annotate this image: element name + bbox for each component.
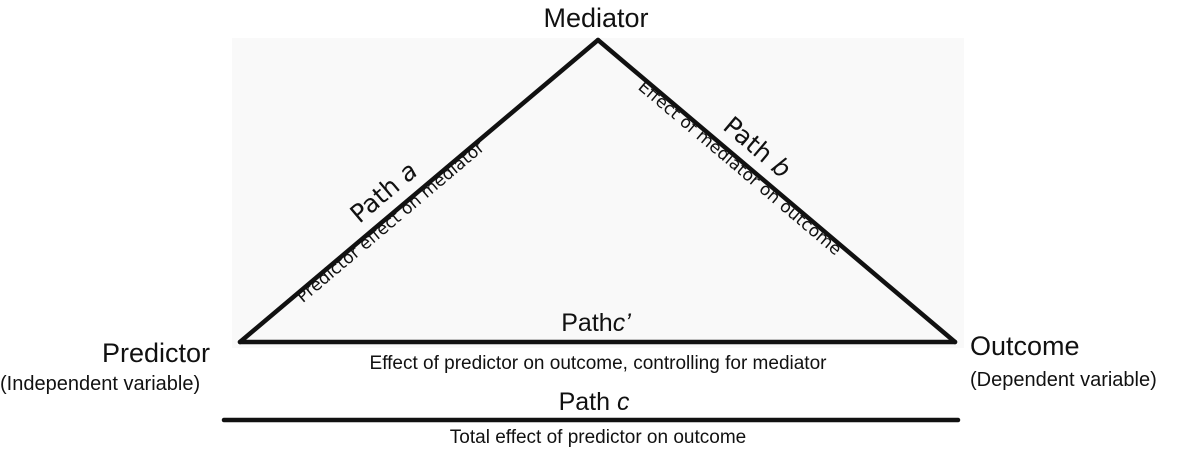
- path-c-prime-description: Effect of predictor on outcome, controll…: [370, 353, 828, 374]
- path-c-letter: c: [617, 388, 630, 416]
- outcome-label: Outcome: [970, 331, 1080, 361]
- predictor-sublabel: (Independent variable): [0, 373, 200, 395]
- path-c-label: Path c: [559, 388, 630, 416]
- edge-path-a: [237, 37, 601, 345]
- path-c-prime-letter: c’: [613, 309, 632, 337]
- edge-path-b: [595, 37, 958, 345]
- mediator-label: Mediator: [543, 3, 648, 33]
- path-c-prime-label: Pathc’: [561, 309, 631, 337]
- outcome-sublabel: (Dependent variable): [970, 369, 1157, 391]
- path-c-description: Total effect of predictor on outcome: [450, 427, 746, 448]
- background-panel: [232, 38, 964, 348]
- predictor-label: Predictor: [102, 338, 210, 368]
